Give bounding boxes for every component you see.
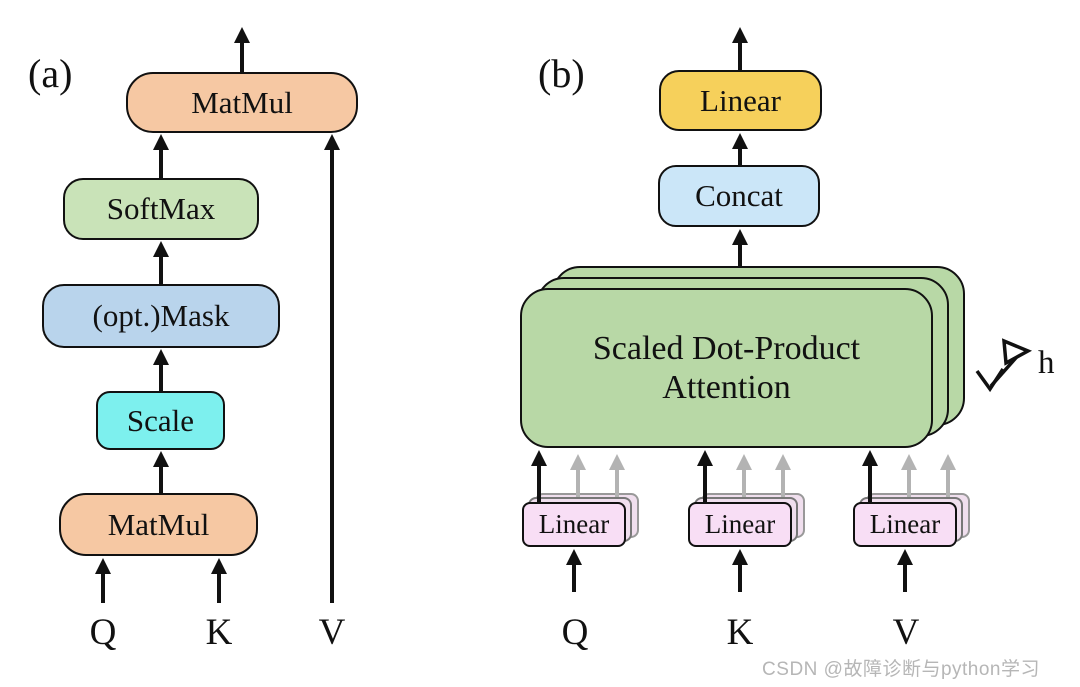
heads-count-label: h [1038,345,1055,381]
matmul-top-box: MatMul [126,72,358,133]
linear-v-box: Linear [853,502,957,547]
mask-box: (opt.)Mask [42,284,280,348]
linear-q-box: Linear [522,502,626,547]
linear-v-label: Linear [869,508,941,539]
matmul-bottom-box: MatMul [59,493,258,556]
concat-label: Concat [695,178,783,214]
input-q-label-b: Q [561,612,589,653]
matmul-bottom-label: MatMul [107,506,210,542]
softmax-box: SoftMax [63,178,259,240]
input-k-label-b: K [726,612,754,653]
input-k-label-a: K [205,612,233,653]
softmax-label: SoftMax [106,191,216,227]
linear-out-label: Linear [700,82,781,118]
watermark: CSDN @故障诊断与python学习 [762,659,1040,680]
heads-arrow [975,338,1033,393]
attention-label: Scaled Dot-Product Attention [592,329,861,406]
input-q-label-a: Q [89,612,117,653]
scale-label: Scale [126,402,195,438]
panel-a-label: (a) [28,51,73,96]
input-v-label-a: V [318,612,346,653]
linear-k-label: Linear [704,508,776,539]
concat-box: Concat [658,165,820,227]
mask-label: (opt.)Mask [92,298,230,334]
panel-b-label: (b) [538,51,585,96]
scale-box: Scale [96,391,225,450]
matmul-top-label: MatMul [191,84,293,120]
linear-out-box: Linear [659,70,822,131]
input-v-label-b: V [892,612,920,653]
linear-k-box: Linear [688,502,792,547]
linear-q-label: Linear [538,508,610,539]
attention-box: Scaled Dot-Product Attention [520,288,933,448]
